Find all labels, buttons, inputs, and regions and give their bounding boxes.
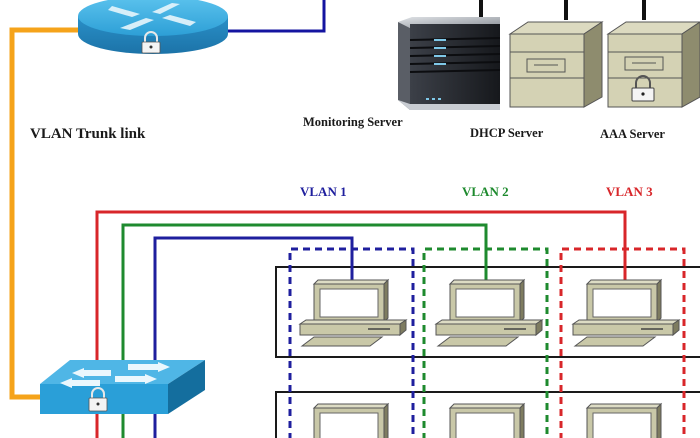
router-icon	[78, 0, 228, 54]
padlock-icon	[141, 31, 161, 54]
trunk-link	[9, 27, 80, 400]
server-cables	[479, 0, 646, 20]
dhcp-server-icon	[508, 21, 604, 108]
pc-icon	[434, 278, 544, 347]
vlan-1-label: VLAN 1	[300, 184, 347, 199]
dhcp-server-label: DHCP Server	[470, 126, 544, 140]
pc-icon	[585, 402, 663, 438]
vlan-3-cable	[95, 210, 627, 438]
aaa-server-icon	[606, 21, 700, 108]
trunk-link-label: VLAN Trunk link	[30, 126, 146, 142]
pc-icon	[571, 278, 681, 347]
router-uplink	[228, 0, 326, 33]
vlan-2-cable	[121, 223, 488, 438]
vlan-2-region	[422, 247, 549, 438]
padlock-icon	[631, 75, 655, 102]
pc-icon	[312, 402, 390, 438]
aaa-server-label: AAA Server	[600, 127, 665, 141]
pc-icon	[298, 278, 408, 347]
vlan-3-region	[559, 247, 686, 438]
monitoring-server-label: Monitoring Server	[303, 115, 403, 129]
vlan-3-label: VLAN 3	[606, 184, 653, 199]
pc-row-1	[275, 266, 700, 358]
vlan-1-region	[288, 247, 415, 438]
vlan-2-label: VLAN 2	[462, 184, 509, 199]
pc-icon	[448, 402, 526, 438]
vlan-1-cable	[153, 236, 354, 438]
padlock-icon	[88, 387, 108, 412]
switch-icon	[40, 360, 205, 414]
monitoring-server-icon	[398, 17, 501, 110]
